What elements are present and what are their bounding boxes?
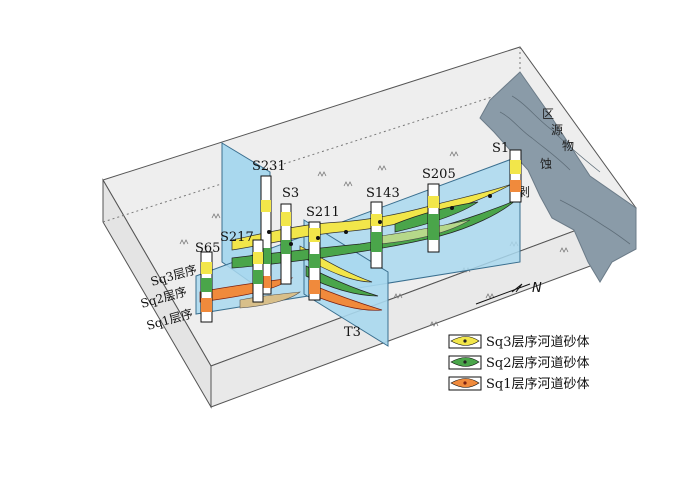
legend-label: Sq2层序河道砂体 xyxy=(486,356,590,371)
north-arrow-line xyxy=(475,283,531,305)
legend-label: Sq1层序河道砂体 xyxy=(486,377,590,392)
well-label: S3 xyxy=(282,186,299,201)
legend-dot xyxy=(463,381,467,385)
well-columns xyxy=(200,149,522,323)
well-column-s143 xyxy=(370,201,383,269)
provenance-area xyxy=(479,71,637,283)
well-column-s211 xyxy=(308,221,321,301)
north-arrow-head xyxy=(511,283,523,293)
sand-body-sq2 xyxy=(379,219,471,245)
legend-item: Sq1层序河道砂体 xyxy=(448,376,590,392)
region-label-char: 区 xyxy=(542,107,554,121)
grass-mark xyxy=(317,171,327,177)
region-label-char: 源 xyxy=(551,123,563,137)
grass-mark xyxy=(393,293,403,299)
grass-mark xyxy=(343,181,353,187)
north-label: N xyxy=(532,281,542,296)
grass-mark xyxy=(485,293,495,299)
grass-mark xyxy=(179,239,189,245)
hidden-edge xyxy=(102,87,521,223)
grass-mark xyxy=(377,165,387,171)
well-markers xyxy=(267,194,492,246)
legend-dot xyxy=(463,339,467,343)
provenance-contour xyxy=(559,199,631,245)
north-arrow: N xyxy=(475,281,542,305)
well-labels: S231 S3 S211 S143 S205 S1 S217 S65 T3 xyxy=(195,141,509,340)
legend-dot xyxy=(463,360,467,364)
provenance-region: 区 源 物 剥 蚀 xyxy=(479,71,637,283)
legend: Sq3层序河道砂体 Sq2层序河道砂体 Sq1层序河道砂体 xyxy=(448,334,590,392)
grass-mark xyxy=(429,321,439,327)
grass-mark xyxy=(559,247,569,253)
provenance-contour xyxy=(511,95,601,173)
well-label: S217 xyxy=(220,230,254,245)
well-column-s1 xyxy=(509,149,522,203)
well-label: T3 xyxy=(344,325,361,340)
provenance-contour xyxy=(499,111,571,171)
region-label-char: 物 xyxy=(562,139,574,153)
well-label: S231 xyxy=(252,159,286,174)
region-label-char: 蚀 xyxy=(540,157,552,171)
well-label: S211 xyxy=(306,205,340,220)
well-label: S205 xyxy=(422,167,456,182)
well-column-s217 xyxy=(252,239,264,303)
well-label: S143 xyxy=(366,186,400,201)
legend-item: Sq2层序河道砂体 xyxy=(448,355,590,371)
well-column-s205 xyxy=(427,183,440,253)
surface-marks xyxy=(179,151,569,327)
legend-item: Sq3层序河道砂体 xyxy=(448,334,590,350)
well-column-s231 xyxy=(260,175,272,295)
grass-mark xyxy=(211,213,221,219)
well-label: S65 xyxy=(195,241,220,256)
sand-body-sq1 xyxy=(309,283,383,311)
legend-label: Sq3层序河道砂体 xyxy=(486,335,590,350)
well-label: S1 xyxy=(492,141,509,156)
well-column-s65 xyxy=(200,251,213,323)
grass-mark xyxy=(449,151,459,157)
